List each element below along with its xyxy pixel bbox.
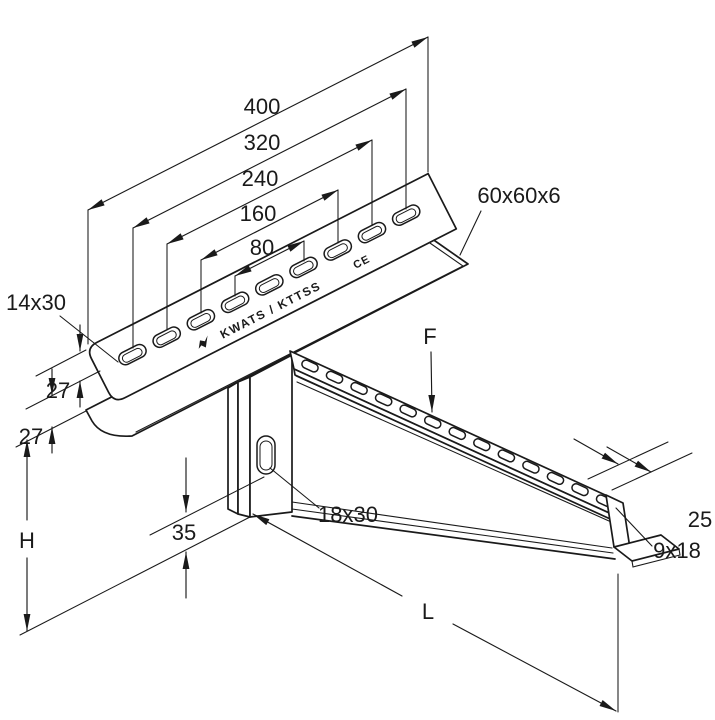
wall-plate [227, 354, 293, 518]
pitch-dimensions: 400 320 240 160 80 [87, 36, 429, 349]
dim-label-400: 400 [244, 94, 281, 119]
arm-root-face [249, 354, 293, 518]
dim-arrow [606, 446, 652, 473]
rail-slot-inner-edge [156, 330, 177, 346]
edge-dimensions: 27 27 [15, 324, 101, 454]
rail-slot-14x30 [118, 343, 147, 366]
arm-slot-9x18 [522, 460, 540, 474]
plate-offset-dimension: 35 [149, 457, 265, 599]
rail-slot-14x30 [152, 326, 182, 349]
force-annotation: F [423, 324, 437, 413]
dim-label-H: H [19, 528, 35, 553]
leader-line [459, 210, 482, 256]
arm-slot-9x18 [350, 381, 368, 396]
profile-callout: 60x60x6 [459, 183, 561, 256]
dim-label-25: 25 [688, 507, 712, 532]
plate-slot-18x30 [256, 435, 276, 475]
dim-label-240: 240 [242, 166, 279, 191]
rail-slot-label: 14x30 [6, 290, 66, 315]
ext-line [611, 452, 693, 491]
manufacturer-logo-glyph [198, 335, 208, 349]
height-dimension: H [19, 439, 251, 636]
rail-flange [85, 235, 469, 438]
leader-line [615, 507, 653, 547]
arm-slot-9x18 [546, 471, 565, 486]
bracket-arm [289, 350, 681, 568]
arm-slot-9x18 [497, 449, 516, 463]
plate-slot-18x30-inner [259, 440, 273, 471]
plate-slot-callout: 18x30 [269, 467, 378, 527]
arm-top-hem-2 [296, 381, 619, 526]
dim-line-160 [200, 189, 339, 261]
dim-label-27-top: 27 [46, 378, 70, 403]
dim-arrow [252, 513, 403, 597]
arm-slot-9x18 [423, 415, 442, 429]
dim-label-160: 160 [240, 201, 277, 226]
dim-line-80 [234, 240, 305, 277]
ext-line-bottom [19, 516, 251, 636]
rail-slot-inner-edge [258, 278, 280, 294]
arm-bottom-hem-1 [291, 508, 614, 554]
arm-flange-front-edge [293, 368, 620, 524]
arm-bottom-hem-2 [291, 501, 613, 549]
profile-label: 60x60x6 [477, 183, 560, 208]
plate-slot-label: 18x30 [318, 502, 378, 527]
arm-slot-label: 9x18 [653, 538, 701, 563]
rail-slot-14x30 [186, 308, 216, 331]
rail-flange-thickness-line [135, 240, 465, 433]
dim-label-35: 35 [172, 520, 196, 545]
dim-label-80: 80 [250, 235, 274, 260]
rail-slot-14x30 [220, 291, 250, 314]
arm-slot-9x18 [571, 483, 589, 497]
arm-slot-9x18 [374, 393, 393, 407]
arm-slot-9x18 [473, 438, 491, 452]
rail-slot-inner-edge [121, 347, 143, 363]
length-dimension: L [252, 513, 619, 713]
rail-slot-inner-edge [190, 312, 211, 328]
rail-slot-callout: 14x30 [6, 290, 119, 363]
dim-label-27-bottom: 27 [19, 424, 43, 449]
rail-slot-inner-edge [224, 295, 246, 311]
leader-line [59, 315, 119, 363]
force-arrow [428, 351, 436, 413]
ext-line [35, 349, 87, 377]
arm-bottom-chord [291, 515, 616, 560]
arm-slot-9x18 [448, 426, 467, 441]
wall-plate-front-face [237, 376, 251, 518]
ext-line [587, 441, 669, 480]
ext-line [25, 370, 101, 410]
force-label: F [423, 324, 436, 349]
dim-arrow [573, 438, 619, 465]
arm-slot-9x18 [325, 370, 344, 384]
arm-slot-9x18 [399, 404, 418, 418]
dim-label-L: L [422, 599, 434, 624]
arm-tip-foot-thickness [631, 548, 681, 568]
arm-slot-9x18 [301, 359, 319, 373]
dim-arrow [452, 623, 617, 712]
rail-slot-14x30 [254, 274, 284, 296]
leader-line [269, 467, 320, 509]
dim-label-320: 320 [244, 130, 281, 155]
arm-slot-dimensions: 25 9x18 [573, 438, 712, 563]
ext-line [149, 476, 265, 536]
